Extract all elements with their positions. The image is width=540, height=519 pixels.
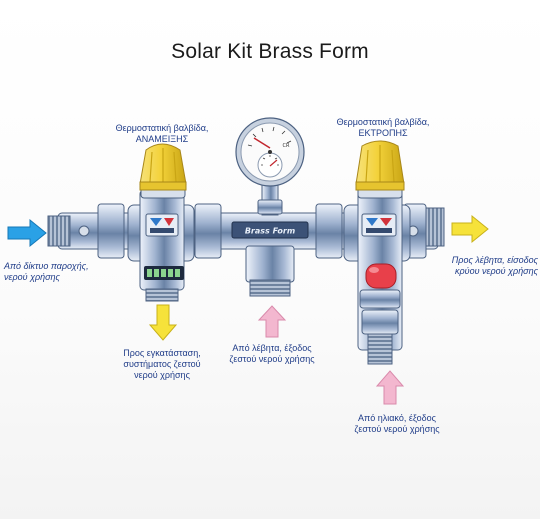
diverter-valve-knob (356, 141, 404, 198)
from-boiler-label: Από λέβητα, έξοδος ζεστού νερού χρήσης (222, 343, 322, 365)
gauge-brand-text: CR (283, 143, 290, 149)
to-installation-label: Προς εγκατάσταση, συστήματος ζεστού νερο… (112, 348, 212, 381)
inlet-arrow-pink-solar (377, 371, 403, 404)
right-threaded-outlet (424, 208, 444, 246)
left-threaded-inlet (48, 216, 70, 246)
center-tee-outlet (246, 246, 294, 296)
from-solar-label: Από ηλιακό, έξοδος ζεστού νερού χρήσης (342, 413, 452, 435)
from-mains-label: Από δίκτυο παροχής, νερού χρήσης (4, 261, 89, 283)
gauge-stem (258, 183, 282, 215)
inlet-arrow-pink-boiler (259, 306, 285, 337)
to-boiler-cold-label: Προς λέβητα, είσοδος κρύου νερού χρήσης (438, 255, 538, 277)
diverter-valve (344, 190, 410, 364)
pressure-temperature-gauge: CR (236, 118, 304, 186)
brand-plate-text: Brass Form (245, 227, 295, 236)
outlet-arrow-yellow-right (452, 216, 488, 242)
mixing-valve-label: Θερμοστατική βαλβίδα, ΑΝΑΜΕΙΞΗΣ (112, 123, 212, 145)
mixing-valve (128, 190, 194, 301)
inlet-arrow-blue (8, 220, 46, 246)
outlet-arrow-yellow-down (150, 305, 176, 340)
mixing-valve-knob (140, 144, 186, 198)
diverter-valve-label: Θερμοστατική βαλβίδα, ΕΚΤΡΟΠΗΣ (333, 117, 433, 139)
